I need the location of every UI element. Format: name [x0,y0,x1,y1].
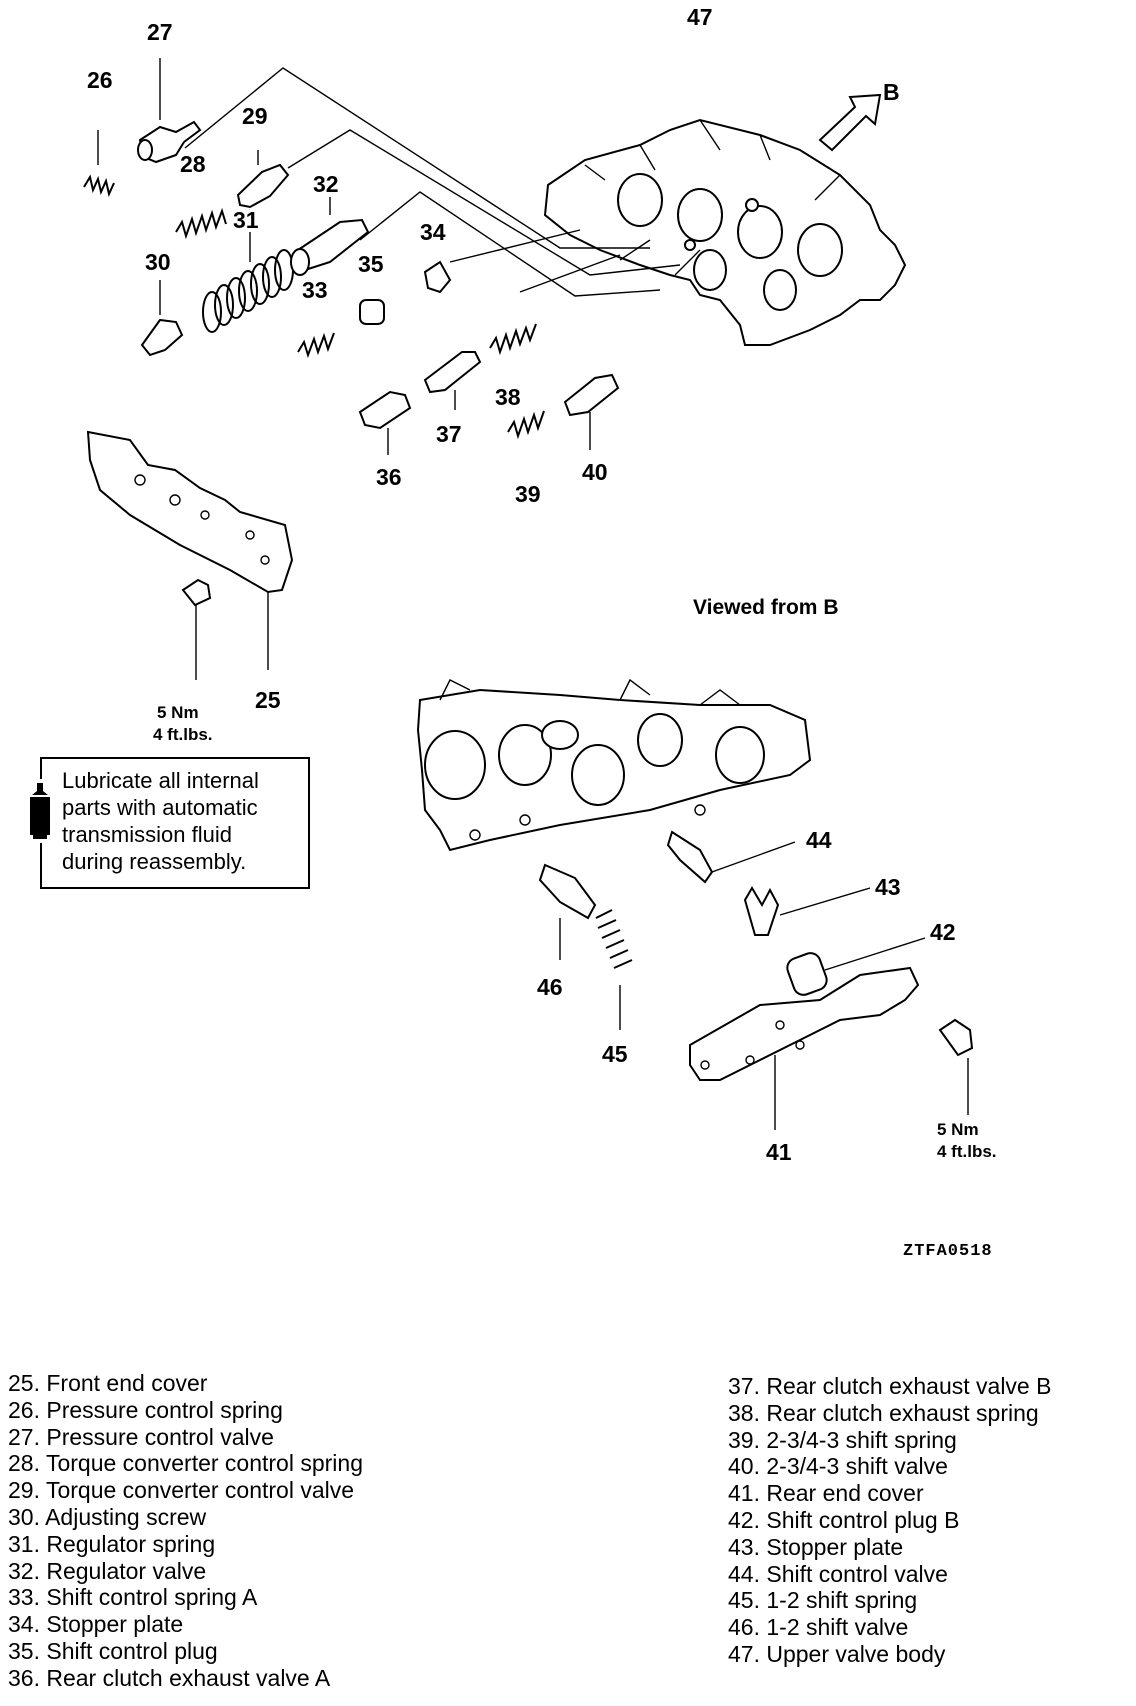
callout-26: 26 [87,67,113,93]
rear-bolt [938,1018,974,1115]
callout-45: 45 [602,1041,628,1067]
note-line-4: during reassembly. [62,849,247,874]
callout-39: 39 [515,481,541,507]
torque-rear-nm: 5 Nm [937,1120,979,1139]
legend-item: 34. Stopper plate [8,1611,184,1638]
part-27-valve [137,58,202,164]
part-31-spring [202,232,294,333]
part-26-spring [83,130,115,198]
legend-item: 43. Stopper plate [728,1533,904,1560]
callout-41: 41 [766,1139,792,1165]
part-37-valve [423,351,482,410]
callout-33: 33 [302,277,328,303]
legend-item: 25. Front end cover [8,1370,208,1396]
legend-item: 46. 1-2 shift valve [728,1614,909,1641]
legend-item: 29. Torque converter control valve [8,1477,355,1504]
part-40-valve [563,373,620,450]
parts-legend-left: 25. Front end cover 26. Pressure control… [8,1370,363,1692]
callout-35: 35 [358,251,384,277]
legend-item: 36. Rear clutch exhaust valve A [8,1664,331,1691]
callout-43: 43 [875,874,901,900]
part-25-front-end-cover [86,430,294,670]
legend-item: 40. 2-3/4-3 shift valve [728,1453,948,1480]
part-46-valve [538,863,597,960]
legend-item: 30. Adjusting screw [8,1503,207,1530]
legend-item: 47. Upper valve body [728,1640,946,1667]
callout-40: 40 [582,459,608,485]
part-32-valve [290,197,370,276]
part-34-stopper-plate [423,260,452,294]
torque-front-nm: 5 Nm [157,703,199,722]
part-38-spring [489,323,537,356]
callout-29: 29 [242,103,268,129]
part-33-spring [297,332,335,359]
legend-item: 37. Rear clutch exhaust valve B [728,1373,1052,1399]
part-42-plug [786,937,926,996]
callout-42: 42 [930,919,956,945]
legend-item: 27. Pressure control valve [8,1423,274,1450]
upper-valve-body-drawing [543,118,907,346]
view-arrow-label: B [883,79,900,105]
callout-47: 47 [687,4,713,30]
legend-item: 41. Rear end cover [728,1480,924,1507]
legend-item: 45. 1-2 shift spring [728,1587,918,1614]
legend-item: 31. Regulator spring [8,1530,216,1557]
legend-item: 35. Shift control plug [8,1637,218,1664]
legend-item: 32. Regulator valve [8,1557,207,1584]
view-arrow-b [818,93,882,152]
note-line-2: parts with automatic [62,795,258,820]
callout-37: 37 [436,421,462,447]
callout-34: 34 [420,219,446,245]
callout-25: 25 [255,687,281,713]
part-45-spring [595,909,633,1030]
viewed-from-label: Viewed from B [693,596,838,619]
callout-32: 32 [313,171,339,197]
part-44-valve [666,830,796,884]
callout-31: 31 [233,207,259,233]
lubrication-note: Lubricate all internal parts with automa… [26,757,310,889]
parts-legend-right: 37. Rear clutch exhaust valve B 38. Rear… [728,1373,1051,1668]
part-30-screw [140,280,184,357]
figure-code: ZTFA0518 [903,1242,993,1261]
callout-38: 38 [495,384,521,410]
lower-valve-body-drawing [416,678,812,852]
part-36-valve [358,390,412,455]
legend-item: 44. Shift control valve [728,1560,948,1587]
callout-44: 44 [806,827,832,853]
torque-rear-ftlbs: 4 ft.lbs. [937,1142,997,1161]
part-39-spring [507,410,545,440]
front-bolt [181,578,212,680]
callout-46: 46 [537,974,563,1000]
part-35-plug [359,299,385,325]
legend-item: 42. Shift control plug B [728,1506,960,1533]
legend-item: 26. Pressure control spring [8,1396,283,1423]
part-43-stopper-plate [743,886,871,936]
legend-item: 33. Shift control spring A [8,1584,258,1611]
note-line-1: Lubricate all internal [62,768,259,793]
legend-item: 39. 2-3/4-3 shift spring [728,1426,957,1453]
legend-item: 38. Rear clutch exhaust spring [728,1399,1039,1426]
callout-27: 27 [147,19,173,45]
legend-item: 28. Torque converter control spring [8,1450,363,1477]
callout-28: 28 [180,151,206,177]
callout-36: 36 [376,464,402,490]
note-line-3: transmission fluid [62,822,232,847]
callout-30: 30 [145,249,171,275]
torque-front-ftlbs: 4 ft.lbs. [153,725,213,744]
lubrication-note-text: Lubricate all internal parts with automa… [62,767,307,875]
part-28-spring [175,207,227,240]
part-41-rear-end-cover [689,966,920,1130]
oil-can-icon [26,779,54,843]
part-29-valve [236,150,290,209]
